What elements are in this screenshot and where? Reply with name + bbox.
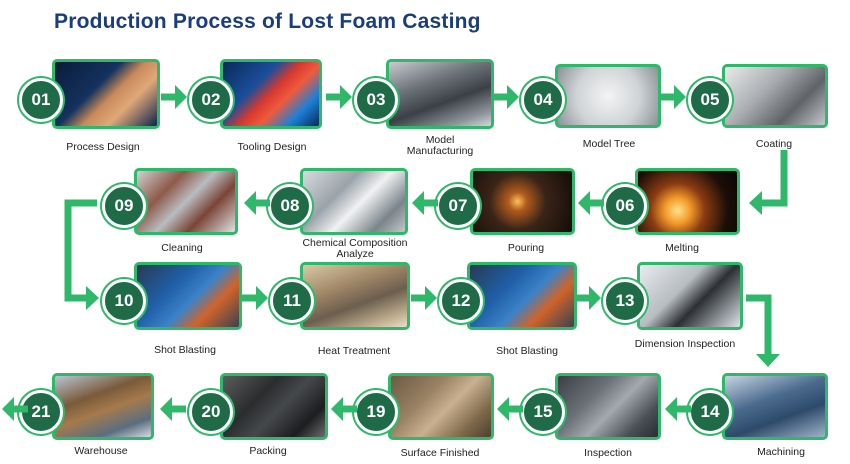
step-number-badge: 03 [354, 78, 398, 122]
step-number-badge: 14 [688, 390, 732, 434]
step-photo [220, 373, 328, 440]
arrow-03-04 [493, 85, 519, 109]
arrow-15-19 [497, 397, 523, 421]
step-label: Melting [665, 242, 699, 254]
step-photo [52, 373, 154, 440]
step-number-badge: 04 [521, 78, 565, 122]
step-photo [134, 262, 242, 330]
step-number-badge: 05 [688, 78, 732, 122]
step-photo [722, 64, 828, 128]
step-number-badge: 21 [19, 390, 63, 434]
step-label: Packing [249, 445, 287, 457]
step-number-badge: 08 [268, 184, 312, 228]
arrow-09-10-head [86, 286, 99, 310]
step-number-badge: 06 [603, 184, 647, 228]
step-label: Surface Finished [400, 447, 480, 459]
arrow-13-14-head [756, 354, 780, 367]
step-photo [470, 168, 575, 235]
step-number-badge: 15 [521, 390, 565, 434]
step-number-badge: 12 [439, 279, 483, 323]
arrow-08-09 [244, 191, 270, 215]
arrow-01-02 [161, 85, 187, 109]
step-label: Shot Blasting [496, 345, 558, 357]
step-label: Process Design [66, 141, 140, 153]
step-label: Machining [757, 446, 805, 458]
step-number-badge: 20 [189, 390, 233, 434]
diagram-title: Production Process of Lost Foam Casting [54, 10, 481, 33]
arrow-02-03 [326, 85, 352, 109]
step-label: Pouring [507, 242, 545, 254]
step-label: Model Tree [582, 138, 636, 150]
arrow-10-11 [242, 286, 268, 310]
step-photo [300, 168, 408, 235]
step-photo [220, 59, 322, 129]
step-number-badge: 07 [436, 184, 480, 228]
step-photo [134, 168, 238, 235]
arrow-05-06-head [749, 191, 762, 215]
arrow-09-10-body [64, 199, 97, 302]
step-photo [467, 262, 577, 330]
step-label: Model Manufacturing [406, 134, 474, 157]
arrow-11-12 [411, 286, 437, 310]
step-number-badge: 13 [603, 279, 647, 323]
step-number-badge: 19 [354, 390, 398, 434]
step-photo [52, 59, 160, 129]
arrow-20-21 [160, 397, 186, 421]
step-number-badge: 11 [270, 279, 314, 323]
arrow-05-06-body [762, 150, 788, 207]
arrow-07-08 [412, 191, 438, 215]
step-number-badge: 01 [19, 78, 63, 122]
step-number-badge: 09 [102, 184, 146, 228]
step-photo [388, 373, 494, 440]
step-label: Heat Treatment [317, 345, 391, 357]
step-photo [635, 168, 740, 235]
step-label: Shot Blasting [154, 344, 216, 356]
step-photo [555, 373, 661, 440]
step-photo [555, 64, 661, 128]
step-label: Inspection [584, 447, 632, 459]
step-photo [386, 59, 494, 129]
step-photo [722, 373, 828, 440]
step-photo [637, 262, 743, 330]
step-label: Coating [755, 138, 793, 150]
arrow-04-05 [660, 85, 686, 109]
step-label: Tooling Design [237, 141, 307, 153]
step-label: Chemical Composition Analyze [302, 237, 408, 260]
step-label: Cleaning [161, 242, 203, 254]
arrow-06-07 [578, 191, 604, 215]
step-label: Dimension Inspection [634, 338, 736, 350]
step-number-badge: 02 [189, 78, 233, 122]
step-photo [300, 262, 410, 330]
arrow-12-13 [575, 286, 601, 310]
step-label: Warehouse [74, 445, 128, 457]
step-number-badge: 10 [102, 279, 146, 323]
